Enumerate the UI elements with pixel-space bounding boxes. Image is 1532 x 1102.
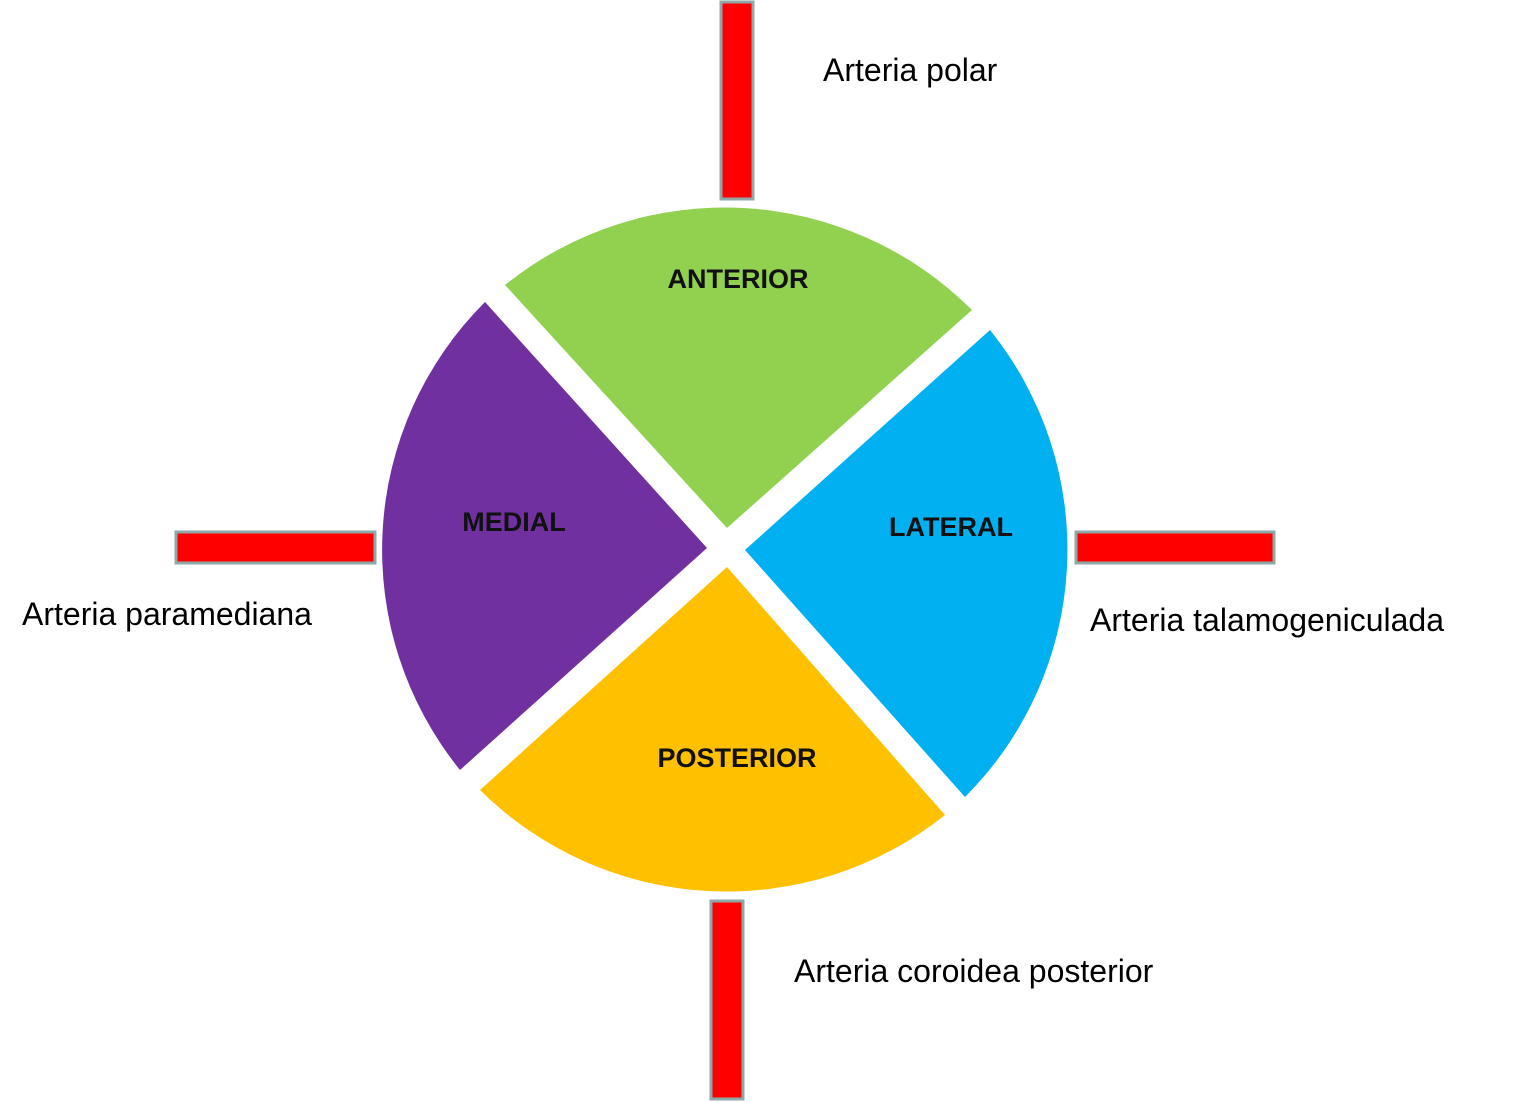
artery-label-paramediana: Arteria paramediana bbox=[22, 596, 312, 632]
artery-bar-polar bbox=[719, 0, 755, 201]
segment-label-lateral: LATERAL bbox=[889, 512, 1013, 542]
artery-label-coroidea-posterior: Arteria coroidea posterior bbox=[794, 953, 1154, 989]
segment-label-medial: MEDIAL bbox=[462, 507, 566, 537]
artery-label-talamogeniculada: Arteria talamogeniculada bbox=[1090, 602, 1444, 638]
segment-medial bbox=[382, 302, 707, 770]
segment-posterior bbox=[480, 567, 945, 892]
artery-bar-coroidea-posterior bbox=[709, 899, 745, 1101]
artery-bar-paramediana bbox=[174, 530, 377, 565]
artery-label-polar: Arteria polar bbox=[823, 52, 998, 88]
segment-label-posterior: POSTERIOR bbox=[657, 743, 816, 773]
segment-lateral bbox=[745, 330, 1068, 797]
segment-label-anterior: ANTERIOR bbox=[668, 264, 809, 294]
segment-anterior bbox=[505, 207, 972, 528]
artery-bar-talamogeniculada bbox=[1074, 530, 1276, 565]
